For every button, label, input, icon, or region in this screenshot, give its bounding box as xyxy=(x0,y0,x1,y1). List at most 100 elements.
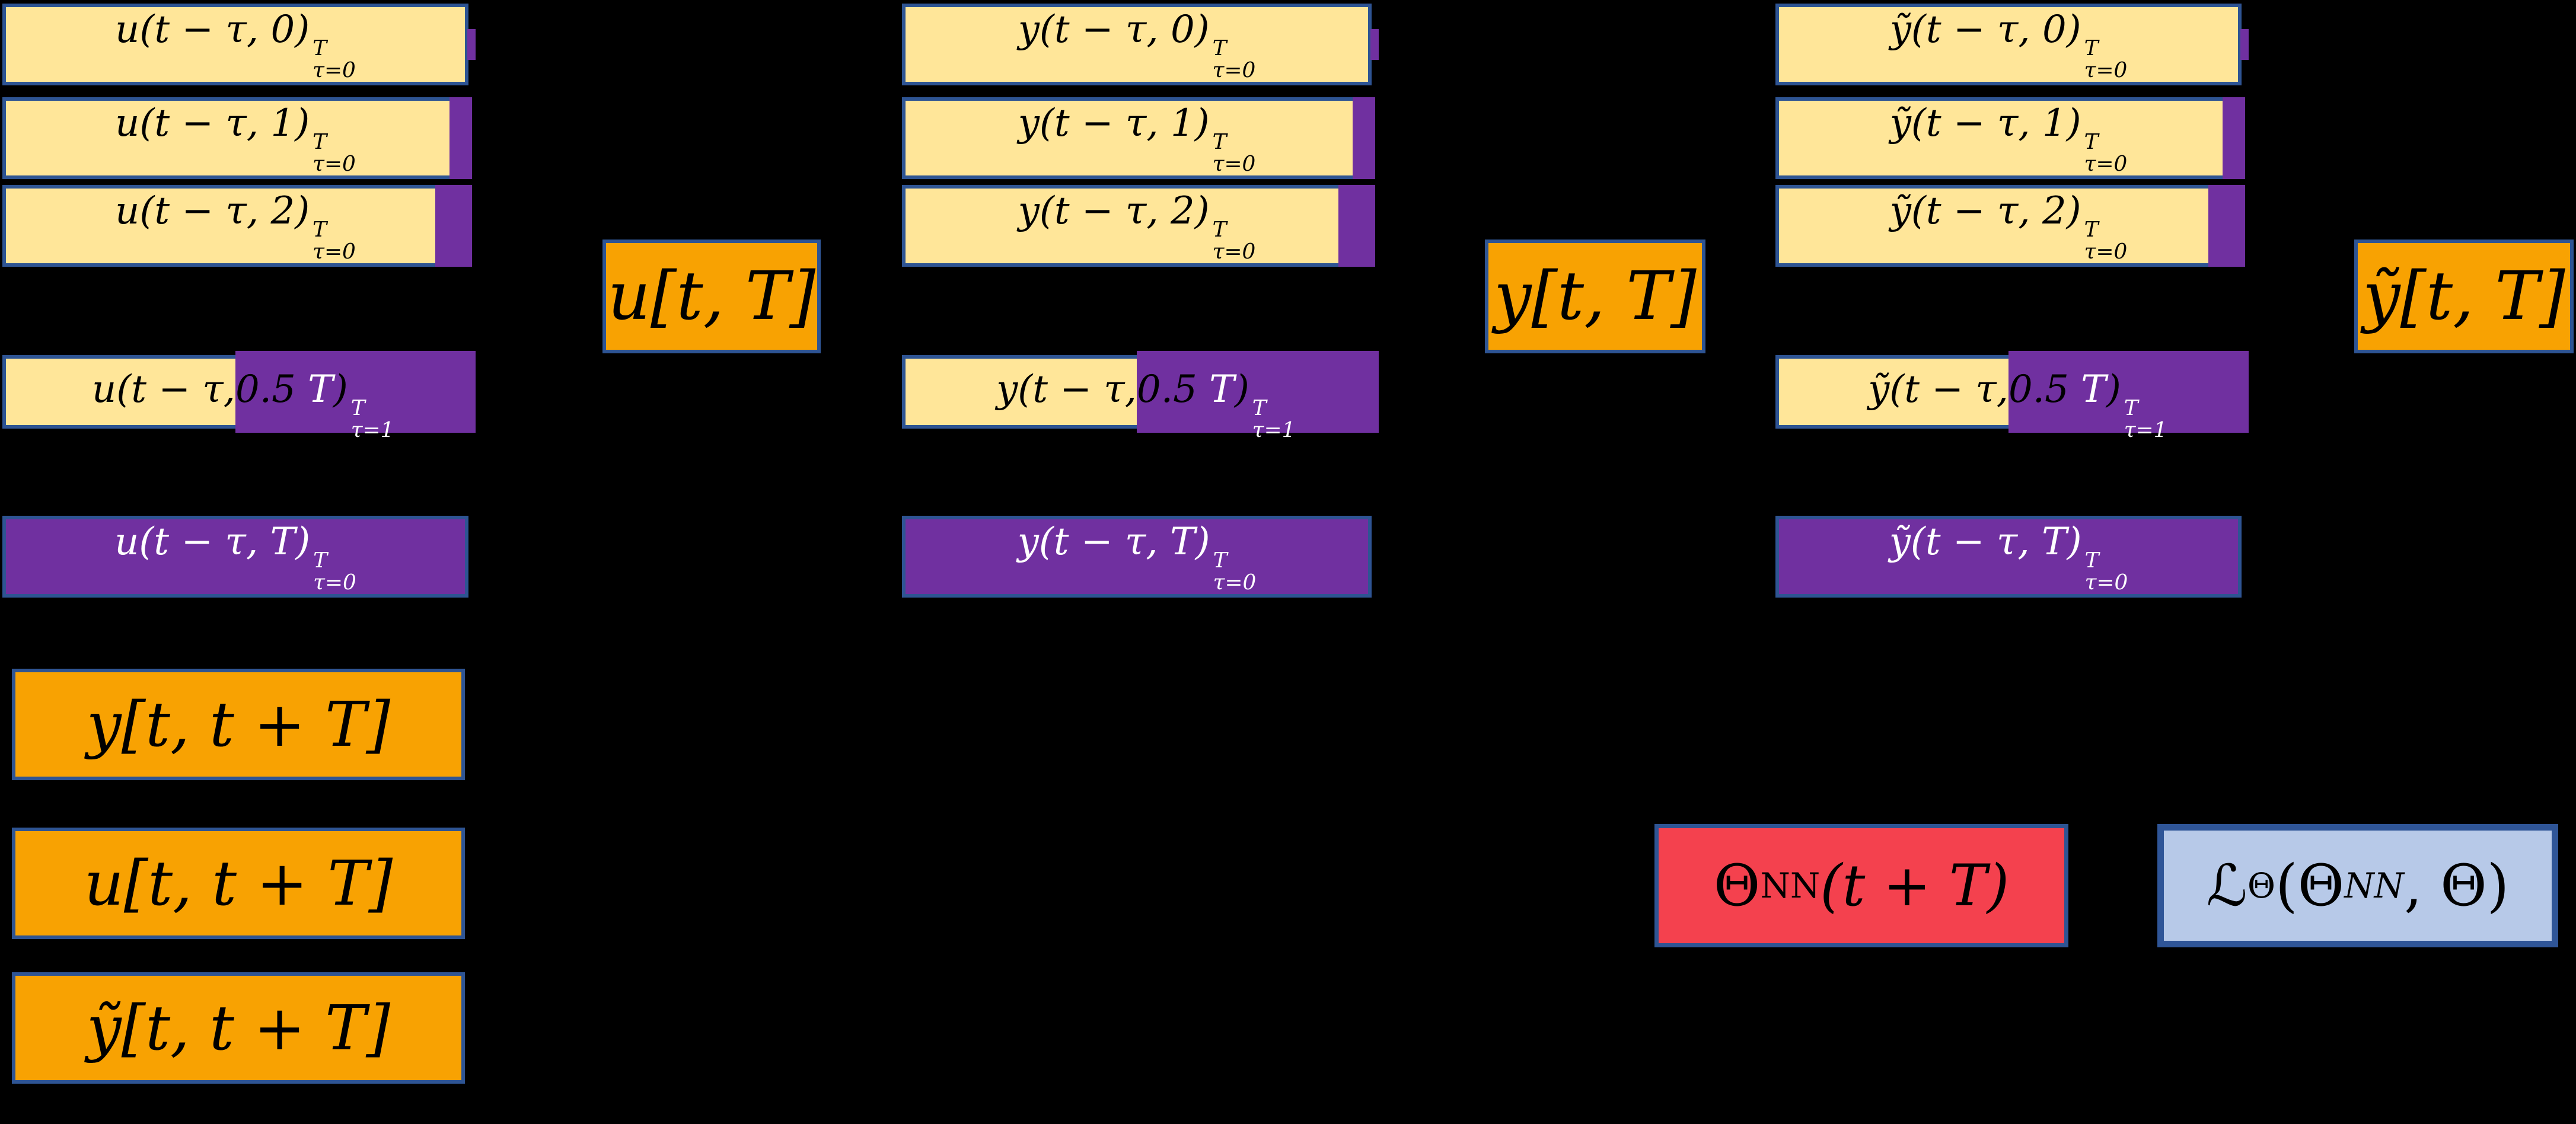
subscript: τ=0 xyxy=(313,239,356,264)
subscript: τ=0 xyxy=(1212,239,1256,264)
y-window-label: y[t, T] xyxy=(1494,258,1697,335)
purple-segment xyxy=(2223,97,2245,179)
close-paren: ) xyxy=(333,368,348,412)
t-symbol: T xyxy=(308,368,333,412)
subscript: τ=0 xyxy=(1212,151,1256,176)
formula-base: ỹ(t − τ, 1) xyxy=(1889,101,2081,145)
t-symbol: T xyxy=(2081,368,2106,412)
subscript: τ=0 xyxy=(2084,239,2128,264)
loss-theta-subscript: Θ xyxy=(2247,866,2276,906)
subscript: τ=0 xyxy=(313,58,356,82)
purple-tab xyxy=(467,29,476,60)
u-window-label: u[t, T] xyxy=(607,258,816,335)
loss-open-theta: (Θ xyxy=(2275,852,2345,919)
superscript: T xyxy=(1213,548,1228,573)
formula-left-part: u(t − τ, xyxy=(92,368,235,412)
frac-value: 0.5 xyxy=(235,368,308,412)
formula-base: ỹ(t − τ, 2) xyxy=(1889,189,2081,233)
formula-base: u(t − τ, 2) xyxy=(115,189,310,233)
u-future-window-box: u[t, t + T] xyxy=(12,828,465,939)
theta-symbol: Θ xyxy=(1713,852,1761,919)
subscript: τ=0 xyxy=(313,151,356,176)
purple-segment xyxy=(435,185,472,267)
frac-value: 0.5 xyxy=(2008,368,2081,412)
loss-close: , Θ) xyxy=(2404,852,2510,919)
superscript: T xyxy=(2084,548,2099,573)
frac-value: 0.5 xyxy=(1137,368,1210,412)
cream-segment xyxy=(2,355,235,429)
purple-segment xyxy=(1137,351,1379,433)
subscript: τ=0 xyxy=(2084,151,2128,176)
purple-segment xyxy=(449,97,472,179)
superscript: T xyxy=(313,218,327,242)
subscript: τ=0 xyxy=(313,570,356,595)
subscript: τ=1 xyxy=(1252,417,1296,442)
nn-subscript: NN xyxy=(1760,866,1821,906)
ytilde-window-box: ỹ[t, T] xyxy=(2354,240,2574,353)
formula-base: y(t − τ, 1) xyxy=(1018,101,1210,145)
close-paren: ) xyxy=(2106,368,2121,412)
purple-segment xyxy=(2208,185,2245,267)
formula-base: ỹ(t − τ, T) xyxy=(1889,519,2082,564)
script-l-symbol: ℒ xyxy=(2206,852,2247,919)
loss-nn-subscript: NN xyxy=(2344,866,2405,906)
superscript: T xyxy=(1252,396,1267,421)
formula-base: ỹ(t − τ, 0) xyxy=(1889,7,2081,52)
subscript: τ=1 xyxy=(350,417,394,442)
superscript: T xyxy=(350,396,365,421)
u-future-window-label: u[t, t + T] xyxy=(84,847,393,919)
superscript: T xyxy=(2084,130,2099,155)
purple-segment xyxy=(2008,351,2249,433)
ytilde-future-window-label: ỹ[t, t + T] xyxy=(86,992,391,1064)
superscript: T xyxy=(1212,36,1227,61)
subscript: τ=0 xyxy=(1212,58,1256,82)
superscript: T xyxy=(2124,396,2138,421)
subscript: τ=0 xyxy=(1213,570,1257,595)
superscript: T xyxy=(2084,36,2099,61)
y-future-window-label: y[t, t + T] xyxy=(86,688,391,761)
u-window-box: u[t, T] xyxy=(602,240,821,353)
purple-segment xyxy=(1353,97,1375,179)
purple-segment xyxy=(235,351,476,433)
formula-base: u(t − τ, 1) xyxy=(115,101,310,145)
subscript: τ=0 xyxy=(2084,570,2128,595)
formula-left-part: y(t − τ, xyxy=(996,368,1137,412)
